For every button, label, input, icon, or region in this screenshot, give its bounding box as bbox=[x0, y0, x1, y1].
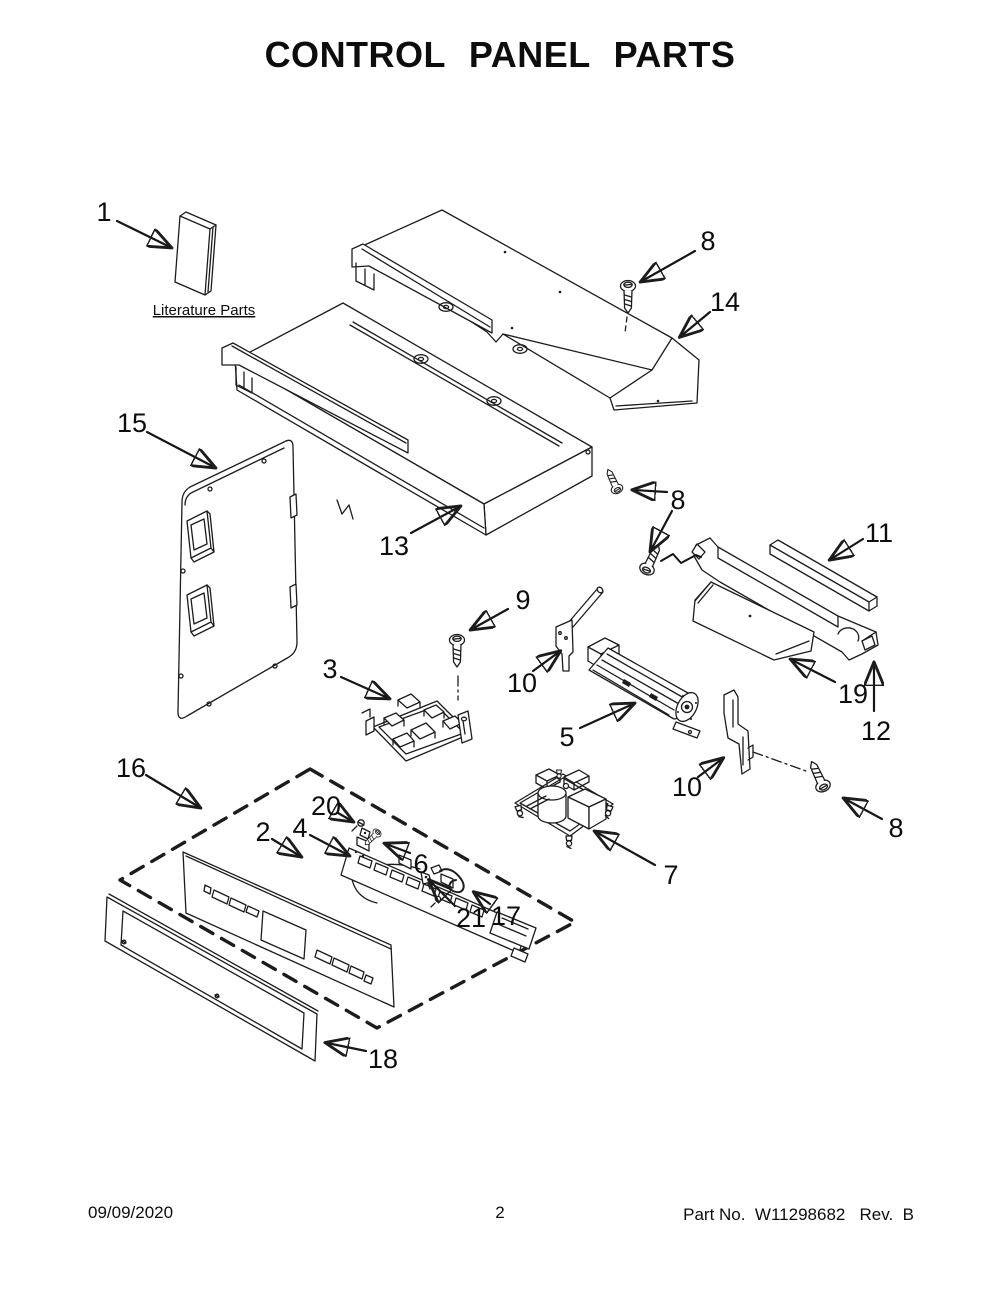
part-7-relay-assembly bbox=[514, 768, 614, 850]
svg-text:21: 21 bbox=[456, 903, 486, 933]
svg-text:9: 9 bbox=[515, 585, 530, 615]
callout-8-lower: 8 bbox=[845, 799, 904, 843]
callout-8-mid: 8 bbox=[634, 485, 686, 550]
part-3-module bbox=[361, 693, 473, 762]
svg-text:7: 7 bbox=[663, 860, 678, 890]
screw-9 bbox=[448, 633, 466, 701]
svg-text:13: 13 bbox=[379, 531, 409, 561]
callout-6: 6 bbox=[386, 844, 429, 879]
callout-15: 15 bbox=[117, 408, 214, 467]
part-20-ground-screw bbox=[351, 819, 371, 840]
page-title: CONTROL PANEL PARTS bbox=[264, 34, 736, 75]
svg-text:8: 8 bbox=[888, 813, 903, 843]
svg-text:18: 18 bbox=[368, 1044, 398, 1074]
footer-part-number: Part No. W11298682 Rev. B bbox=[683, 1205, 914, 1224]
callout-10-upper: 10 bbox=[507, 652, 559, 698]
callout-4: 4 bbox=[292, 813, 348, 855]
part-11-support-bar bbox=[769, 539, 878, 612]
callout-12: 12 bbox=[861, 664, 891, 746]
part-16-assembly-outline bbox=[118, 767, 577, 1030]
callout-20: 20 bbox=[311, 791, 352, 821]
callout-17: 17 bbox=[475, 893, 521, 931]
part-18-glass-panel bbox=[104, 893, 319, 1062]
svg-text:11: 11 bbox=[865, 518, 893, 548]
callout-14: 14 bbox=[681, 287, 740, 336]
part-1-literature-booklet bbox=[174, 211, 217, 296]
svg-text:10: 10 bbox=[507, 668, 537, 698]
part-15-side-panel bbox=[177, 439, 298, 719]
callout-3: 3 bbox=[322, 654, 388, 698]
screw-8-mid-right bbox=[601, 466, 625, 497]
literature-parts-label: Literature Parts bbox=[153, 302, 256, 319]
svg-text:8: 8 bbox=[670, 485, 685, 515]
screw-8-top bbox=[619, 279, 637, 334]
callout-7: 7 bbox=[596, 832, 679, 890]
part-10-upper-bracket bbox=[555, 586, 604, 672]
svg-text:2: 2 bbox=[255, 817, 270, 847]
svg-text:8: 8 bbox=[700, 226, 715, 256]
svg-text:14: 14 bbox=[710, 287, 740, 317]
callout-13: 13 bbox=[379, 507, 459, 561]
svg-text:20: 20 bbox=[311, 791, 341, 821]
svg-text:1: 1 bbox=[96, 197, 111, 227]
callout-19: 19 bbox=[792, 660, 868, 709]
callout-1: 1 bbox=[96, 197, 170, 247]
svg-text:12: 12 bbox=[861, 716, 891, 746]
callout-5: 5 bbox=[559, 704, 633, 752]
svg-text:6: 6 bbox=[413, 849, 428, 879]
screw-8-with-wire bbox=[637, 540, 702, 578]
callouts-layer: 1 8 14 13 15 8 bbox=[96, 197, 903, 1074]
svg-text:17: 17 bbox=[491, 901, 521, 931]
part-12-mounting-channel bbox=[691, 537, 879, 661]
part-14-top-trim-panel bbox=[351, 209, 700, 411]
svg-text:5: 5 bbox=[559, 722, 574, 752]
part-2-control-membrane bbox=[182, 851, 421, 1008]
svg-text:3: 3 bbox=[322, 654, 337, 684]
callout-10-lower: 10 bbox=[672, 759, 722, 802]
callout-2: 2 bbox=[255, 817, 300, 856]
svg-text:4: 4 bbox=[292, 813, 307, 843]
callout-11: 11 bbox=[831, 518, 893, 559]
part-10-lower-bracket bbox=[723, 689, 807, 775]
callout-8-top: 8 bbox=[642, 226, 716, 281]
screw-8-bottom-right bbox=[804, 757, 833, 795]
callout-18: 18 bbox=[327, 1043, 398, 1074]
callout-16: 16 bbox=[116, 753, 199, 807]
part-13-shield-panel bbox=[221, 302, 593, 536]
footer-date: 09/09/2020 bbox=[88, 1203, 174, 1222]
svg-text:10: 10 bbox=[672, 772, 702, 802]
callout-9: 9 bbox=[472, 585, 531, 629]
footer-page-number: 2 bbox=[495, 1203, 505, 1222]
part-19-air-deflector bbox=[692, 581, 815, 661]
part-5-cooling-fan bbox=[587, 637, 701, 739]
svg-text:15: 15 bbox=[117, 408, 147, 438]
svg-text:16: 16 bbox=[116, 753, 146, 783]
svg-text:19: 19 bbox=[838, 679, 868, 709]
